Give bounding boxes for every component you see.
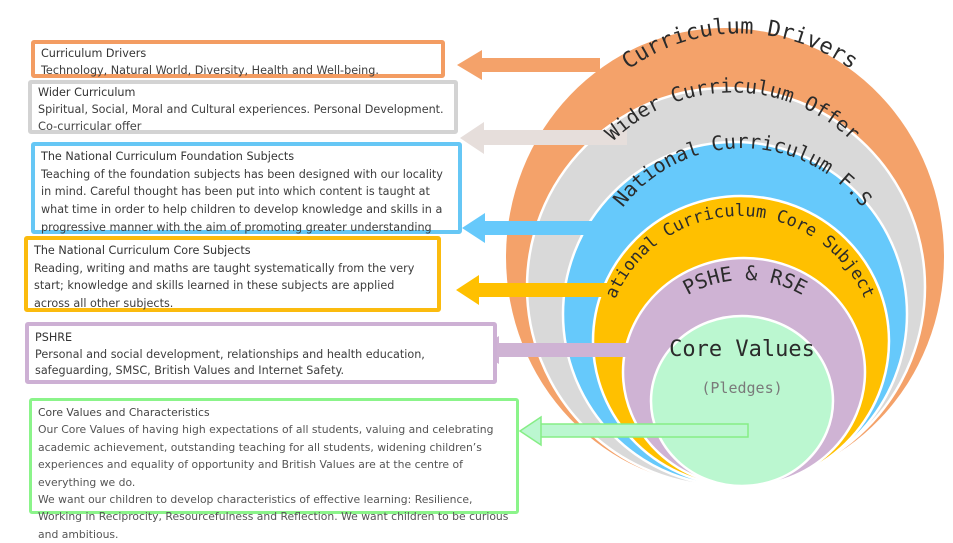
arrow-core-values bbox=[518, 415, 749, 447]
wider-curriculum-text: Spiritual, Social, Moral and Cultural ex… bbox=[38, 102, 444, 116]
foundation-subjects-title: The National Curriculum Foundation Subje… bbox=[41, 150, 295, 163]
ring-sublabel-pledges: (Pledges) bbox=[701, 379, 782, 397]
pshre-box: PSHRE Personal and social development, r… bbox=[25, 322, 497, 384]
curriculum-drivers-title: Curriculum Drivers bbox=[41, 47, 147, 60]
foundation-subjects-text: Teaching of the foundation subjects has … bbox=[41, 167, 443, 252]
core-subjects-text: Reading, writing and maths are taught sy… bbox=[34, 261, 415, 310]
core-values-text: Our Core Values of having high expectati… bbox=[38, 423, 494, 489]
ring-core-values bbox=[649, 314, 835, 488]
wider-curriculum-box: Wider Curriculum Spiritual, Social, Mora… bbox=[28, 80, 458, 134]
core-subjects-title: The National Curriculum Core Subjects bbox=[34, 244, 251, 257]
wider-curriculum-extra: Co-curricular offer bbox=[38, 119, 142, 133]
characteristics-text: We want our children to develop characte… bbox=[38, 493, 509, 541]
wider-curriculum-title: Wider Curriculum bbox=[38, 86, 136, 99]
curriculum-drivers-text: Technology, Natural World, Diversity, He… bbox=[41, 64, 379, 77]
arrow-national-fs bbox=[462, 213, 592, 243]
core-values-box: Core Values and Characteristics Our Core… bbox=[29, 398, 519, 541]
arrow-wider-curriculum bbox=[460, 122, 627, 154]
pshre-text: Personal and social development, relatio… bbox=[35, 347, 425, 378]
arrow-core-subjects bbox=[456, 275, 607, 305]
core-values-title: Core Values and Characteristics bbox=[38, 406, 210, 419]
curriculum-drivers-box: Curriculum Drivers Technology, Natural W… bbox=[31, 40, 445, 78]
pshre-title: PSHRE bbox=[35, 331, 73, 344]
arrow-curriculum-drivers bbox=[457, 50, 600, 80]
foundation-subjects-box: The National Curriculum Foundation Subje… bbox=[31, 142, 462, 252]
core-subjects-box: The National Curriculum Core Subjects Re… bbox=[24, 236, 441, 312]
ring-label-core-values: Core Values bbox=[669, 337, 815, 362]
